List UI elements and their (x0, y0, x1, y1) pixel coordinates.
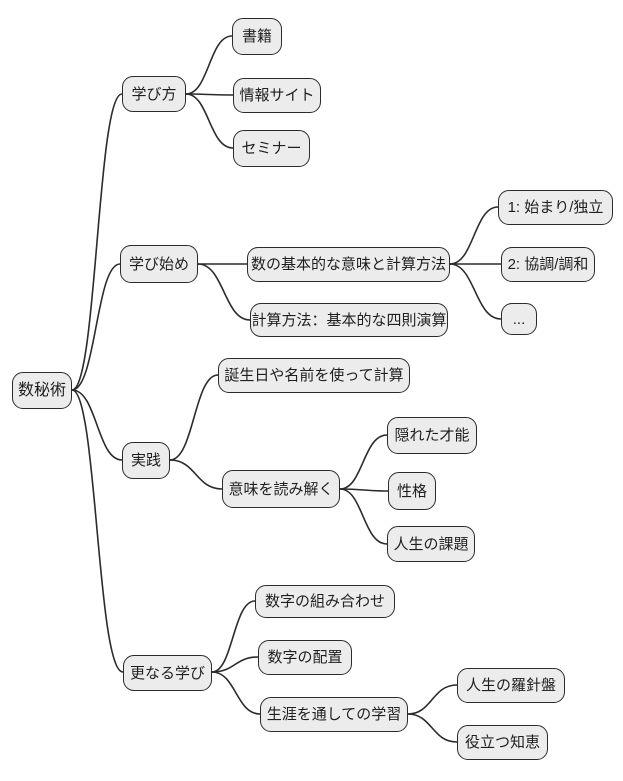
node-calc-birthday-name: 誕生日や名前を使って計算 (218, 358, 410, 393)
node-life-compass: 人生の羅針盤 (457, 668, 565, 703)
edge-interpret-life-challenges (339, 488, 388, 545)
node-ellipsis: ... (501, 303, 537, 335)
edge-root-how-to-learn (71, 93, 123, 391)
edge-number-meanings-ellipsis (449, 263, 502, 320)
node-life-challenges: 人生の課題 (387, 526, 475, 562)
edge-lifelong-compass (407, 684, 458, 715)
edge-how-to-learn-seminars (185, 93, 234, 149)
edge-further-placement (211, 656, 259, 673)
node-number-combinations: 数字の組み合わせ (255, 585, 395, 618)
edge-how-to-learn-info-sites (185, 93, 234, 96)
edge-interpret-personality (339, 488, 389, 492)
node-further-learning: 更なる学び (123, 655, 212, 691)
node-interpret-meaning: 意味を読み解く (222, 470, 340, 508)
edge-root-practice (71, 389, 123, 461)
node-lifelong-learning: 生涯を通しての学習 (260, 697, 408, 732)
node-hidden-talents: 隠れた才能 (387, 417, 477, 454)
node-seminars: セミナー (233, 130, 310, 167)
edge-number-meanings-1 (449, 206, 499, 265)
edge-further-combinations (211, 600, 256, 673)
node-how-to-learn: 学び方 (122, 76, 186, 112)
edge-further-lifelong (211, 671, 261, 715)
node-2-cooperation-harmony: 2: 協調/調和 (501, 247, 595, 282)
node-number-placement: 数字の配置 (258, 640, 352, 675)
node-root-numerology: 数秘術 (12, 372, 72, 409)
node-useful-wisdom: 役立つ知恵 (457, 725, 548, 760)
node-personality: 性格 (388, 472, 436, 510)
edge-lifelong-wisdom (407, 713, 458, 743)
edge-how-to-learn-books (185, 35, 233, 95)
edge-root-getting-started (71, 263, 121, 391)
node-number-meanings-calculation: 数の基本的な意味と計算方法 (247, 247, 450, 282)
edge-interpret-hidden-talents (339, 434, 388, 490)
node-1-beginning-independence: 1: 始まり/独立 (498, 190, 613, 225)
edge-practice-birthday-calc (169, 374, 219, 461)
node-getting-started: 学び始め (120, 245, 198, 283)
edge-root-further-learning (71, 389, 124, 673)
node-books: 書籍 (232, 18, 282, 55)
edge-getting-started-calc-method (197, 263, 251, 321)
node-calc-basic-arithmetic: 計算方法：基本的な四則演算 (250, 303, 448, 337)
node-practice: 実践 (122, 442, 170, 479)
node-info-sites: 情報サイト (233, 78, 321, 113)
edge-practice-interpret (169, 459, 223, 490)
